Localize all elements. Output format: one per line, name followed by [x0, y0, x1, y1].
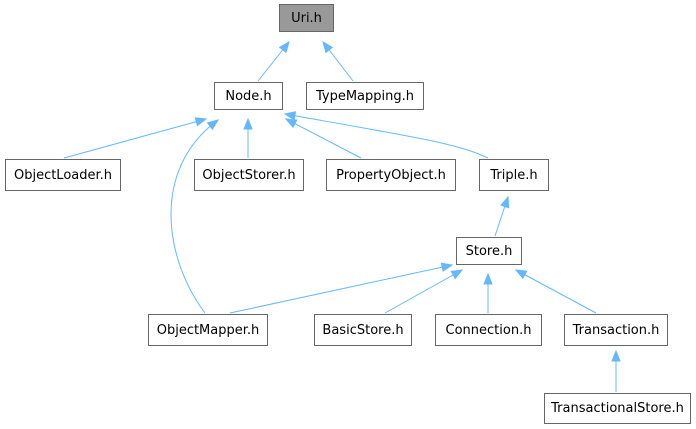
node-propertyobject-h[interactable]: PropertyObject.h — [326, 159, 456, 191]
arrowhead-connection-to-store — [483, 272, 493, 285]
edge-basicstore-to-store — [384, 269, 463, 314]
arrowhead-transactional_store-to-transaction — [611, 349, 621, 362]
arrowhead-object_storer-to-node — [243, 117, 253, 130]
node-triple-h[interactable]: Triple.h — [479, 159, 549, 191]
edge-triple-to-node — [284, 113, 489, 159]
arrowhead-object_loader-to-node — [194, 117, 208, 127]
node-store-h[interactable]: Store.h — [456, 237, 522, 265]
node-transaction-h[interactable]: Transaction.h — [564, 314, 668, 346]
arrowhead-store-to-triple — [500, 195, 510, 209]
node-basicstore-h[interactable]: BasicStore.h — [314, 314, 412, 346]
node-connection-h[interactable]: Connection.h — [435, 314, 542, 346]
edge-propertyobject-to-node — [285, 118, 362, 159]
arrowhead-object_mapper-to-store — [440, 262, 454, 272]
node-node-h[interactable]: Node.h — [214, 82, 283, 110]
edge-objectloader-to-node — [63, 118, 207, 159]
node-objectstorer-h[interactable]: ObjectStorer.h — [194, 159, 304, 191]
node-transactionalstore-h[interactable]: TransactionalStore.h — [544, 393, 691, 424]
arrowhead-object_mapper-to-node — [206, 119, 220, 131]
node-uri-h[interactable]: Uri.h — [279, 4, 334, 32]
node-objectloader-h[interactable]: ObjectLoader.h — [5, 159, 121, 191]
arrowhead-property_object-to-node — [284, 118, 298, 129]
arrowhead-type_mapping-to-uri — [322, 40, 334, 54]
edge-objectmapper-to-store — [229, 264, 453, 314]
node-typemapping-h[interactable]: TypeMapping.h — [306, 82, 424, 110]
node-objectmapper-h[interactable]: ObjectMapper.h — [148, 314, 268, 346]
edge-objectmapper-to-node — [170, 119, 219, 314]
arrowhead-triple-to-node — [283, 111, 297, 121]
edge-transaction-to-store — [515, 269, 597, 314]
arrowhead-basic_store-to-store — [450, 269, 464, 280]
arrowhead-transaction-to-store — [514, 269, 528, 280]
arrowhead-node-to-uri — [278, 40, 290, 54]
